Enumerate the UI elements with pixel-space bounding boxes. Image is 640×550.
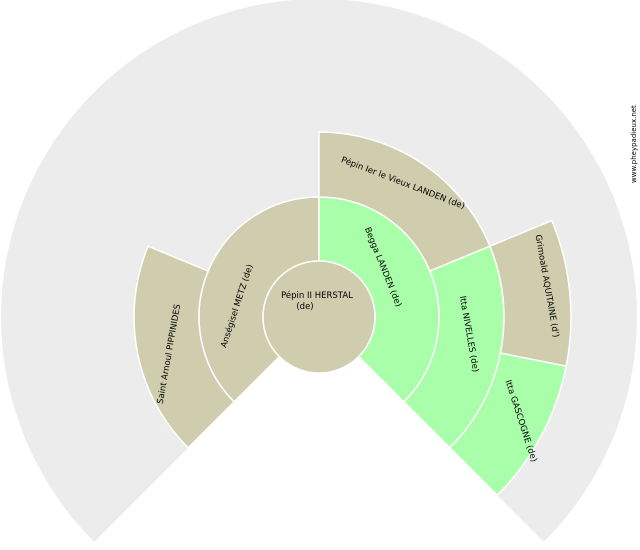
- root-person-name: Pépin II HERSTAL: [281, 290, 353, 301]
- ancestor-segment-paternal-grandfather[interactable]: [133, 245, 236, 449]
- root-person-particle: (de): [296, 302, 313, 312]
- ancestor-segment-ggm[interactable]: [448, 352, 568, 497]
- root-person-circle[interactable]: [262, 260, 376, 374]
- ancestor-segment-ggf[interactable]: [488, 219, 572, 368]
- watermark: www.pheypadieux.net: [630, 105, 638, 183]
